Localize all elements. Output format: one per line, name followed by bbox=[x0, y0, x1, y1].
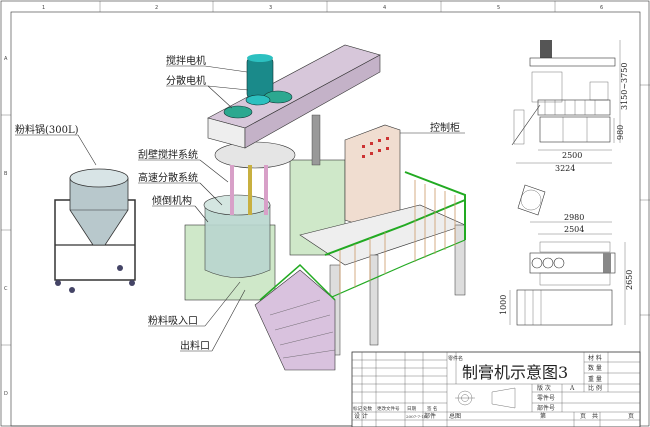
dim-frame-width: 2500 bbox=[562, 151, 582, 160]
row-c: C bbox=[4, 286, 8, 292]
sheet-label: 第 bbox=[540, 412, 546, 420]
label-control-cabinet: 控制柜 bbox=[430, 121, 460, 134]
column-4: 4 bbox=[383, 5, 386, 11]
material-label: 材 料 bbox=[588, 354, 602, 362]
component-label: 部件 bbox=[424, 412, 436, 420]
column-3: 3 bbox=[269, 5, 272, 11]
column-6: 6 bbox=[600, 5, 603, 11]
label-tilting-mechanism: 倾倒机构 bbox=[152, 194, 192, 207]
powder-pot-drawing bbox=[54, 168, 136, 293]
plan-view: 2980 2504 2650 1000 bbox=[499, 184, 634, 326]
change-doc-header: 更改文件号 bbox=[377, 405, 400, 412]
label-mixing-motor: 搅拌电机 bbox=[166, 54, 206, 67]
weight-label: 重 量 bbox=[588, 375, 602, 383]
label-high-speed-dispersion: 高速分散系统 bbox=[138, 171, 198, 184]
date-header: 日期 bbox=[407, 406, 416, 412]
column-5: 5 bbox=[497, 5, 500, 11]
dim-depth: 2650 bbox=[625, 270, 634, 290]
page-label-1: 页 bbox=[580, 413, 586, 420]
signature-header: 签 名 bbox=[427, 405, 437, 412]
count-header: 处数 bbox=[363, 405, 372, 412]
design-label: 设 计 bbox=[354, 412, 368, 420]
row-a: A bbox=[4, 56, 8, 62]
scale-label: 比 例 bbox=[588, 384, 602, 392]
dim-top-width-inner: 2504 bbox=[564, 225, 584, 234]
assembly-no-label: 部件号 bbox=[537, 404, 555, 412]
callouts: 搅拌电机 分散电机 粉料锅(300L) 刮壁搅拌系统 高速分散系统 倾倒机构 控… bbox=[15, 54, 465, 352]
assembly-label: 总图 bbox=[449, 412, 461, 420]
page-label-2: 页 bbox=[628, 413, 634, 420]
dim-stair-depth: 1000 bbox=[499, 295, 508, 315]
column-2: 2 bbox=[155, 5, 158, 11]
total-label: 共 bbox=[592, 412, 598, 420]
revision-label: 版 次 bbox=[537, 384, 551, 392]
revision-value: A bbox=[569, 385, 575, 392]
row-d: D bbox=[4, 391, 8, 397]
label-outlet: 出料口 bbox=[180, 339, 210, 352]
quantity-label: 数 量 bbox=[588, 364, 602, 372]
dim-top-width-outer: 2980 bbox=[564, 213, 584, 222]
title-block: 零件名 制膏机示意图3 材 料 数 量 重 量 版 次 A 比 例 零件号 部件… bbox=[351, 351, 641, 427]
row-b: B bbox=[4, 171, 8, 177]
mark-header: 标记 bbox=[353, 405, 362, 412]
label-powder-pot: 粉料锅(300L) bbox=[15, 123, 79, 136]
column-1: 1 bbox=[42, 5, 45, 11]
part-name-label: 零件名 bbox=[448, 355, 463, 362]
label-dispersing-motor: 分散电机 bbox=[166, 74, 206, 87]
dim-total-width: 3224 bbox=[555, 164, 575, 173]
dim-platform-height: 980 bbox=[616, 125, 625, 140]
drawing-title: 制膏机示意图3 bbox=[462, 363, 568, 382]
mixer-drawing bbox=[184, 44, 466, 371]
part-no-label: 零件号 bbox=[537, 394, 555, 402]
projection-symbol bbox=[455, 387, 516, 409]
dim-height-range: 3150~3750 bbox=[620, 63, 629, 110]
label-powder-inlet: 粉料吸入口 bbox=[148, 314, 198, 327]
label-wall-scraping-system: 刮壁搅拌系统 bbox=[138, 148, 198, 161]
design-date: 2007-7-10 bbox=[406, 414, 427, 419]
side-elevation-view: 3150~3750 980 2500 3224 bbox=[511, 40, 629, 173]
